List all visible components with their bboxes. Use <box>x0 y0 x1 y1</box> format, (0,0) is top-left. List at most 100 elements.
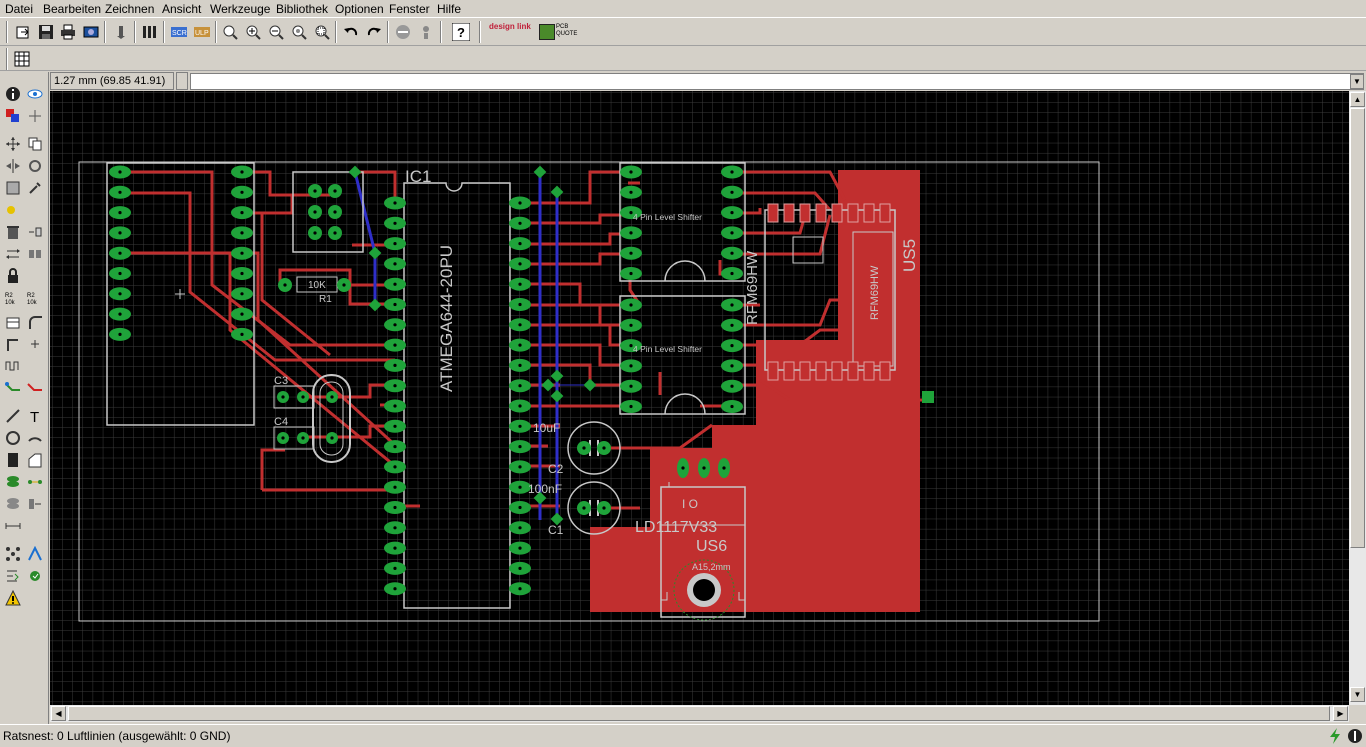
zoom-out-icon[interactable] <box>266 22 286 42</box>
grid-icon[interactable] <box>12 49 32 69</box>
miter-icon[interactable] <box>25 312 45 332</box>
switch-board-icon[interactable] <box>111 22 131 42</box>
replace-icon[interactable] <box>25 244 45 264</box>
pad-drill <box>518 404 522 408</box>
pad-drill <box>629 211 633 215</box>
pad-drill <box>518 221 522 225</box>
rect-icon[interactable] <box>3 450 23 470</box>
meander-icon[interactable] <box>3 356 23 376</box>
vertical-scroll-thumb[interactable] <box>1350 108 1365 548</box>
menu-ansicht[interactable]: Ansicht <box>162 2 202 16</box>
menu-werkzeuge[interactable]: Werkzeuge <box>210 2 271 16</box>
optimize-icon[interactable] <box>3 334 23 354</box>
mark-icon[interactable] <box>25 106 45 126</box>
horizontal-scrollbar[interactable]: ◀ ▶ <box>50 705 1349 722</box>
arc-icon[interactable] <box>25 428 45 448</box>
command-history-dropdown[interactable]: ▼ <box>1350 74 1364 89</box>
lock-icon[interactable] <box>3 266 23 286</box>
pinswap-icon[interactable] <box>3 244 23 264</box>
rfm-smd-pad <box>863 361 875 381</box>
paste-icon[interactable] <box>3 200 23 220</box>
redraw-icon[interactable] <box>289 22 309 42</box>
signal-icon[interactable] <box>25 472 45 492</box>
ulp-icon[interactable]: ULP <box>192 22 212 42</box>
attribute-icon[interactable] <box>25 494 45 514</box>
menu-optionen[interactable]: Optionen <box>335 2 384 16</box>
zoom-fit-icon[interactable] <box>220 22 240 42</box>
hole-icon[interactable] <box>3 494 23 514</box>
menu-hilfe[interactable]: Hilfe <box>437 2 462 16</box>
layout-canvas[interactable]: IC1 ATMEGA644-20PU 4 Pin Level Shifter 4… <box>50 91 1349 705</box>
pcb-quote-icon[interactable] <box>539 24 555 40</box>
pcb-quote-label[interactable]: PCB QUOTE <box>556 24 578 37</box>
text-icon[interactable]: T <box>25 406 45 426</box>
pad-drill <box>730 190 734 194</box>
board-drawing: IC1 ATMEGA644-20PU 4 Pin Level Shifter 4… <box>50 91 1349 705</box>
mirror-icon[interactable] <box>3 156 23 176</box>
move-icon[interactable] <box>3 134 23 154</box>
scroll-up-button[interactable]: ▲ <box>1350 92 1365 107</box>
rfm-smd-pad <box>815 203 827 223</box>
display-icon[interactable] <box>3 106 23 126</box>
cam-icon[interactable] <box>81 22 101 42</box>
show-icon[interactable] <box>25 84 45 104</box>
command-input[interactable] <box>190 73 1364 90</box>
wire-icon[interactable] <box>3 406 23 426</box>
scroll-left-button[interactable]: ◀ <box>51 706 66 721</box>
pad-drill <box>240 292 244 296</box>
menu-fenster[interactable]: Fenster <box>389 2 430 16</box>
copy-icon[interactable] <box>25 134 45 154</box>
route-icon[interactable] <box>3 378 23 398</box>
rotate-icon[interactable] <box>25 156 45 176</box>
split-icon[interactable] <box>3 312 23 332</box>
ratsnest-icon[interactable] <box>3 544 23 564</box>
add-icon[interactable] <box>25 222 45 242</box>
pad-drill <box>730 211 734 215</box>
print-icon[interactable] <box>58 22 78 42</box>
designlink-button[interactable]: design link <box>489 22 531 31</box>
stop-command-icon[interactable] <box>1346 727 1364 745</box>
group-icon[interactable] <box>3 178 23 198</box>
stop-icon[interactable] <box>393 22 413 42</box>
save-icon[interactable] <box>36 22 56 42</box>
circle-icon[interactable] <box>3 428 23 448</box>
menu-datei[interactable]: Datei <box>5 2 34 16</box>
polygon-icon[interactable] <box>25 450 45 470</box>
script-icon[interactable]: SCR <box>169 22 189 42</box>
info-icon[interactable] <box>3 84 23 104</box>
dimension-icon[interactable] <box>3 516 23 536</box>
pushbutton <box>292 171 364 253</box>
horizontal-scroll-thumb[interactable] <box>68 706 1330 721</box>
rfm-smd-pad <box>815 361 827 381</box>
menu-bearbeiten[interactable]: Bearbeiten <box>43 2 102 16</box>
errors-icon[interactable] <box>25 566 45 586</box>
help-icon[interactable]: ? <box>451 22 471 42</box>
delete-icon[interactable] <box>3 222 23 242</box>
copper-pour <box>590 170 920 612</box>
pad-drill <box>301 395 305 399</box>
go-icon[interactable] <box>416 22 436 42</box>
zoom-in-icon[interactable] <box>243 22 263 42</box>
menu-zeichnen[interactable]: Zeichnen <box>105 2 155 16</box>
undo-icon[interactable] <box>341 22 361 42</box>
drc-icon[interactable] <box>3 566 23 586</box>
open-icon[interactable] <box>13 22 33 42</box>
scroll-right-button[interactable]: ▶ <box>1333 706 1348 721</box>
ripup-icon[interactable] <box>25 378 45 398</box>
scroll-down-button[interactable]: ▼ <box>1350 687 1365 702</box>
vertical-scrollbar[interactable]: ▲ ▼ <box>1349 91 1366 705</box>
zoom-select-icon[interactable] <box>312 22 332 42</box>
menu-bibliothek[interactable]: Bibliothek <box>276 2 329 16</box>
autorouter-icon[interactable] <box>25 544 45 564</box>
change-icon[interactable] <box>25 178 45 198</box>
pad-drill <box>629 404 633 409</box>
crosshair-icon[interactable] <box>25 334 45 354</box>
redo-icon[interactable] <box>364 22 384 42</box>
warning-icon[interactable] <box>3 588 23 608</box>
lightning-icon[interactable] <box>1326 727 1344 745</box>
via-icon[interactable] <box>3 472 23 492</box>
layer-icon[interactable] <box>140 22 160 42</box>
